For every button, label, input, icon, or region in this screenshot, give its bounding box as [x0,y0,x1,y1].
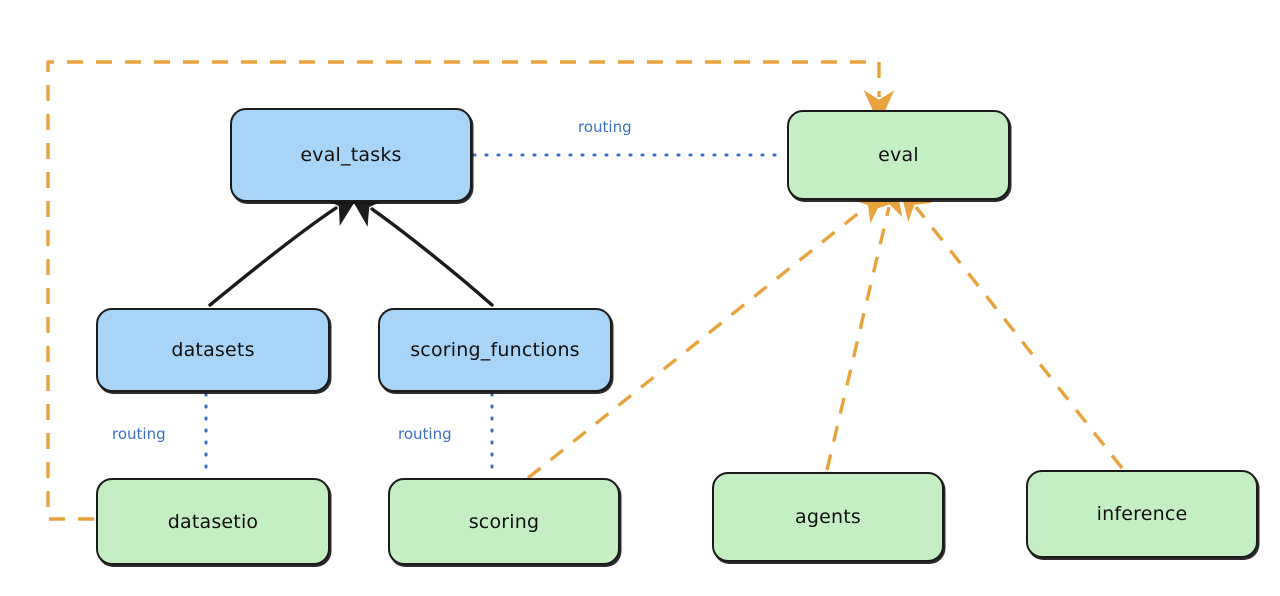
edge-scoring-functions-to-eval-tasks [347,191,494,307]
node-eval-tasks[interactable]: eval_tasks [230,108,472,202]
node-label-inference: inference [1096,503,1188,525]
edge-agents-to-eval-dependency [825,180,903,471]
node-datasets[interactable]: datasets [96,308,330,392]
node-label-scoring: scoring [468,510,540,533]
edge-label-routing-eval-tasks-eval: routing [578,118,632,136]
edge-inference-to-eval-dependency [899,185,1124,470]
node-label-scoring-functions: scoring_functions [410,339,580,361]
node-datasetio[interactable]: datasetio [96,478,330,565]
node-label-eval-tasks: eval_tasks [300,144,402,166]
node-inference[interactable]: inference [1026,470,1258,558]
edge-datasetio-to-eval-dependency [46,60,895,521]
node-eval[interactable]: eval [787,110,1010,200]
node-scoring-functions[interactable]: scoring_functions [378,308,612,392]
node-scoring[interactable]: scoring [388,478,620,565]
node-label-eval: eval [878,144,919,166]
edge-datasets-to-eval-tasks [208,191,362,307]
edge-scoring-to-eval-dependency [526,189,888,480]
edge-label-routing-scoring-functions-scoring: routing [398,425,452,443]
node-agents[interactable]: agents [712,472,944,562]
node-label-datasets: datasets [171,339,255,361]
node-label-agents: agents [795,506,861,528]
node-label-datasetio: datasetio [167,510,259,533]
edge-label-routing-datasets-datasetio: routing [112,425,166,443]
